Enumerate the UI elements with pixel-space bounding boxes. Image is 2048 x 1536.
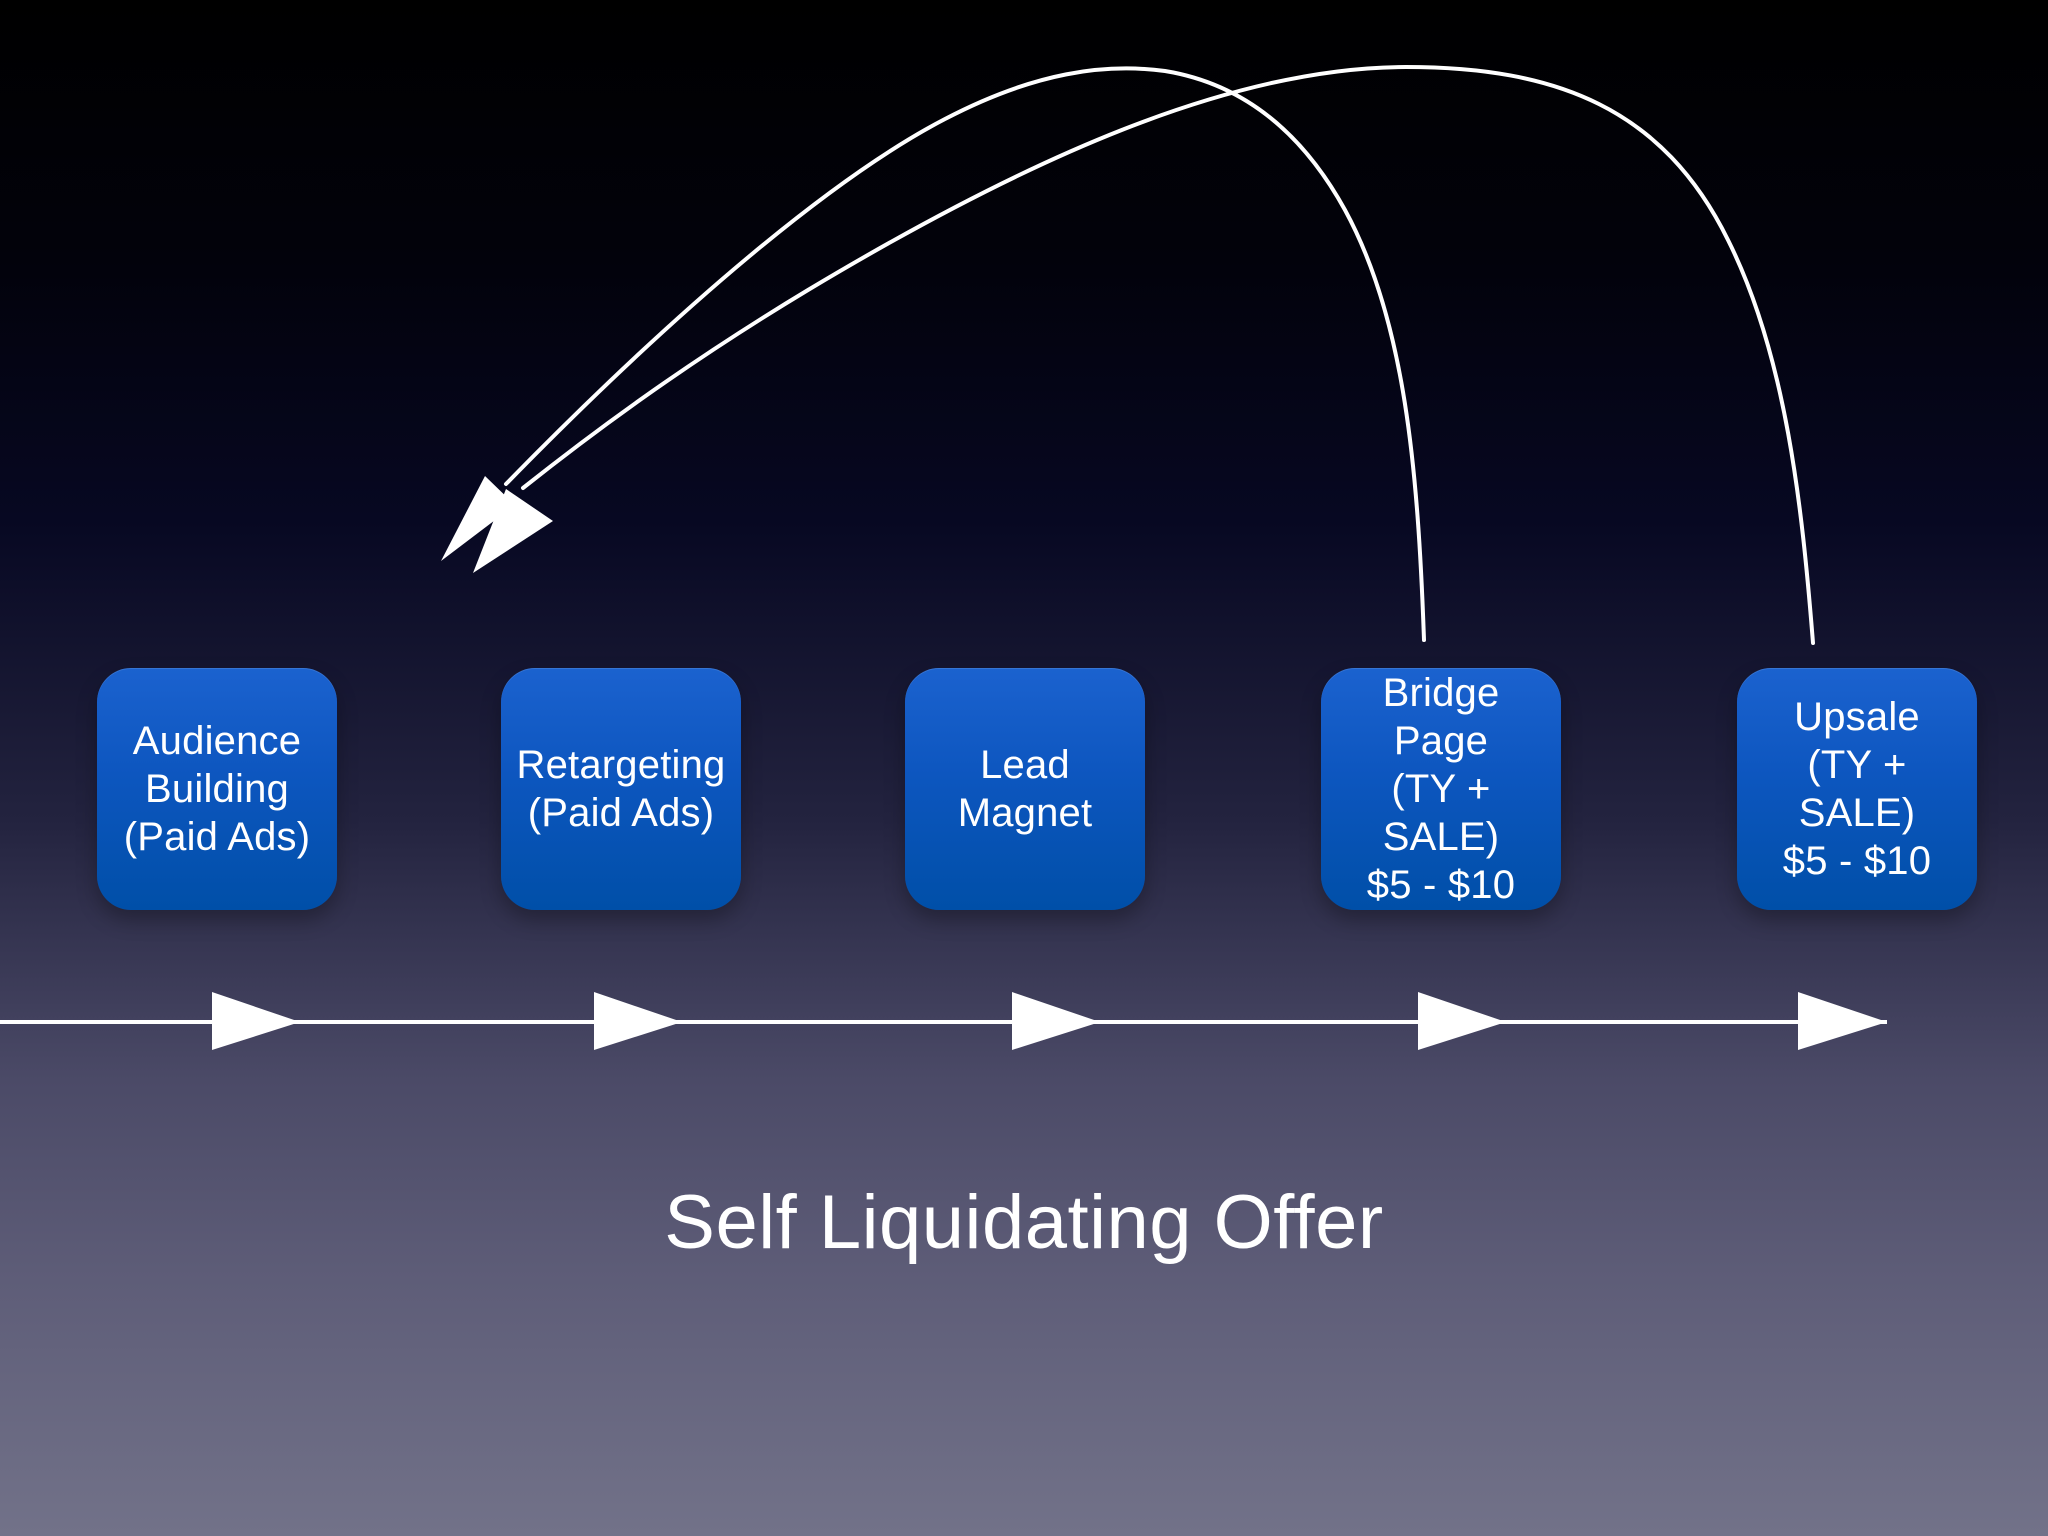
return-arrows — [441, 64, 1815, 645]
stage-box-bridge-page: Bridge Page (TY + SALE) $5 - $10 — [1321, 668, 1561, 910]
flow-arrowhead-2 — [594, 992, 682, 1050]
flow-arrowhead-4 — [1418, 992, 1506, 1050]
flow-arrowhead-3 — [1012, 992, 1100, 1050]
stage-box-audience-building: Audience Building (Paid Ads) — [97, 668, 337, 910]
main-flow-line — [0, 992, 1887, 1050]
return-arrowhead-1 — [441, 476, 515, 561]
flow-arrowhead-1 — [212, 992, 300, 1050]
stage-box-retargeting: Retargeting (Paid Ads) — [501, 668, 741, 910]
stage-label-upsale: Upsale (TY + SALE) $5 - $10 — [1782, 695, 1932, 883]
upsale-return-curve — [521, 64, 1815, 645]
stage-label-audience-building: Audience Building (Paid Ads) — [123, 719, 311, 859]
flow-arrowhead-5 — [1798, 992, 1887, 1050]
stage-label-lead-magnet: Lead Magnet — [957, 743, 1093, 835]
bridge-return-curve — [504, 66, 1426, 642]
stage-label-bridge-page: Bridge Page (TY + SALE) $5 - $10 — [1366, 671, 1516, 907]
return-arrowhead-2 — [473, 489, 553, 573]
stage-box-upsale: Upsale (TY + SALE) $5 - $10 — [1737, 668, 1977, 910]
stage-box-lead-magnet: Lead Magnet — [905, 668, 1145, 910]
stage-label-retargeting: Retargeting (Paid Ads) — [516, 743, 726, 835]
slide-title: Self Liquidating Offer — [664, 1180, 1384, 1265]
